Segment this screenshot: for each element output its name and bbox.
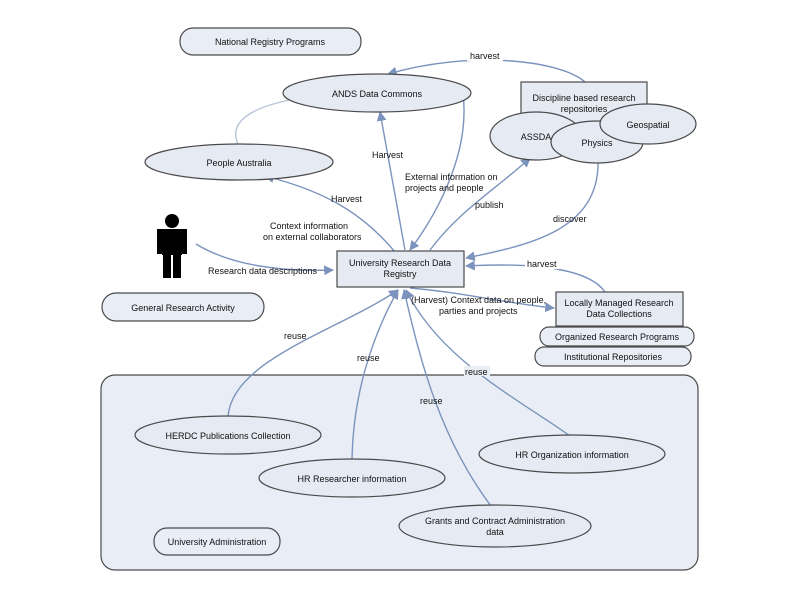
hr-researcher-information-node	[258, 458, 446, 498]
label-external-info-line1: External information on	[405, 172, 498, 182]
label-reuse-hr-org: reuse	[465, 367, 488, 377]
general-research-activity-label: General Research Activity	[131, 303, 235, 313]
edge-hr-researcher-reuse	[351, 289, 399, 466]
institutional-repositories-node	[534, 346, 692, 367]
general-research-activity-node	[101, 292, 265, 322]
geospatial-label: Geospatial	[626, 120, 669, 130]
edge-registry-to-people	[264, 173, 396, 253]
label-harvest-registry-ands: Harvest	[372, 150, 404, 160]
label-harvest-top: harvest	[470, 51, 500, 61]
ands-data-commons-label: ANDS Data Commons	[332, 89, 423, 99]
edge-registry-to-local	[409, 287, 555, 313]
institutional-repositories-label: Institutional Repositories	[564, 352, 663, 362]
organized-research-programs-label: Organized Research Programs	[555, 332, 680, 342]
registry-label-line2: Registry	[383, 269, 417, 279]
label-discover: discover	[553, 214, 587, 224]
edge-person-to-registry	[195, 243, 334, 276]
national-registry-programs-label: National Registry Programs	[215, 37, 326, 47]
herdc-publications-label: HERDC Publications Collection	[165, 431, 290, 441]
person-icon	[157, 214, 187, 278]
university-administration-label: University Administration	[168, 537, 267, 547]
edge-labels: harvest Harvest External information on …	[208, 50, 587, 406]
physics-label: Physics	[581, 138, 613, 148]
label-context-people-line1: (Harvest) Context data on people,	[411, 295, 546, 305]
label-reuse-grants: reuse	[420, 396, 443, 406]
geospatial-node	[599, 103, 697, 145]
label-research-descriptions: Research data descriptions	[208, 266, 318, 276]
label-context-collab-line1: Context information	[270, 221, 348, 231]
assda-label: ASSDA	[521, 132, 552, 142]
university-administration-node	[153, 527, 281, 556]
edge-physics-to-registry	[465, 159, 599, 262]
people-australia-node	[144, 143, 334, 181]
grants-label-line2: data	[486, 527, 504, 537]
edge-grants-reuse	[401, 289, 495, 511]
edge-registry-to-assda	[429, 157, 531, 251]
locally-managed-collections-node	[555, 291, 684, 327]
edge-local-to-registry	[465, 260, 606, 293]
hr-organization-information-label: HR Organization information	[515, 450, 629, 460]
local-collections-label-line2: Data Collections	[586, 309, 652, 319]
grants-label-line1: Grants and Contract Administration	[425, 516, 565, 526]
hr-researcher-information-label: HR Researcher information	[297, 474, 406, 484]
label-harvest-local: harvest	[527, 259, 557, 269]
edge-discipline-to-ands	[387, 59, 586, 83]
label-publish: publish	[475, 200, 504, 210]
people-australia-label: People Australia	[206, 158, 271, 168]
hr-organization-information-node	[478, 434, 666, 474]
discipline-repositories-label-line1: Discipline based research	[532, 93, 635, 103]
label-context-collab-line2: on external collaborators	[263, 232, 362, 242]
label-context-people-line2: parties and projects	[439, 306, 518, 316]
edge-ands-to-registry	[409, 93, 465, 251]
university-research-data-registry-node	[336, 250, 465, 288]
label-harvest-people: Harvest	[331, 194, 363, 204]
edge-registry-to-ands	[376, 111, 406, 251]
discipline-repositories-label-line2: repositories	[561, 104, 608, 114]
grants-contract-admin-node	[398, 504, 592, 548]
edge-people-ands-link	[235, 99, 291, 149]
herdc-publications-node	[134, 415, 322, 455]
national-registry-programs-node	[179, 27, 362, 56]
ands-data-commons-node	[282, 73, 472, 113]
local-collections-label-line1: Locally Managed Research	[564, 298, 673, 308]
label-reuse-herdc: reuse	[284, 331, 307, 341]
label-reuse-hr-researcher: reuse	[357, 353, 380, 363]
label-external-info-line2: projects and people	[405, 183, 484, 193]
organized-research-programs-node	[539, 326, 695, 347]
edge-herdc-reuse	[227, 289, 399, 419]
registry-label-line1: University Research Data	[349, 258, 451, 268]
